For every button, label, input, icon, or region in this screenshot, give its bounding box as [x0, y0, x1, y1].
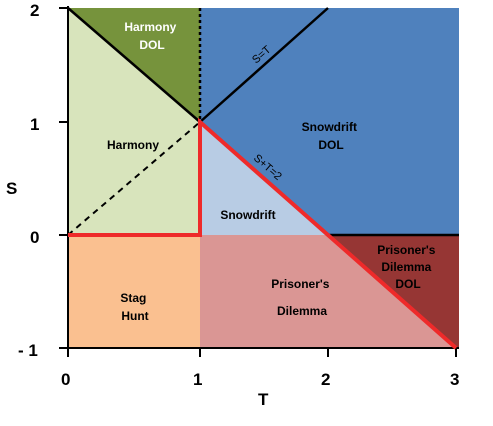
label-prisoners-dilemma-dol-line2: Dilemma — [381, 260, 431, 274]
label-snowdrift-line1: Snowdrift — [220, 208, 275, 222]
label-prisoners-dilemma-dol-line3: DOL — [395, 277, 420, 291]
region-prisoners-dilemma — [200, 235, 456, 348]
label-stag-hunt-line1: Stag — [120, 291, 146, 305]
red-boundary-path — [68, 117, 458, 350]
y-tick-label-0: 0 — [30, 228, 39, 247]
y-tick-label-minus-1: - 1 — [18, 341, 38, 360]
x-axis-title: T — [258, 390, 269, 409]
y-tick-label-2: 2 — [30, 1, 39, 20]
x-tick-label-2: 2 — [321, 370, 330, 389]
x-tick-label-0: 0 — [61, 370, 70, 389]
label-prisoners-dilemma-dol-line1: Prisoner's — [377, 243, 436, 257]
label-harmony-dol-line1: Harmony — [124, 20, 176, 34]
label-prisoners-dilemma-dol: Prisoner's Dilemma DOL — [377, 243, 439, 291]
label-prisoners-dilemma-line2: Dilemma — [277, 304, 327, 318]
y-axis-title: S — [6, 179, 17, 198]
label-harmony: Harmony — [107, 138, 159, 152]
y-tick-label-1: 1 — [30, 115, 39, 134]
label-prisoners-dilemma: Prisoner's Dilemma — [271, 277, 333, 318]
label-snowdrift-dol-line1: Snowdrift — [302, 120, 357, 134]
label-harmony-dol-line2: DOL — [139, 38, 164, 52]
label-harmony-line1: Harmony — [107, 138, 159, 152]
label-stag-hunt-line2: Hunt — [121, 309, 148, 323]
region-harmony — [68, 8, 200, 235]
label-prisoners-dilemma-line1: Prisoner's — [271, 277, 330, 291]
x-tick-label-3: 3 — [450, 370, 459, 389]
region-stag-hunt — [68, 235, 200, 348]
label-harmony-dol: Harmony DOL — [124, 20, 179, 52]
label-stag-hunt: Stag Hunt — [120, 291, 149, 323]
label-snowdrift-dol: Snowdrift DOL — [302, 120, 361, 152]
s-equals-t-line — [199, 7, 329, 123]
harmony-dol-boundary-line — [67, 7, 201, 123]
s-equals-t-dashed-line — [67, 121, 201, 236]
label-snowdrift: Snowdrift — [220, 208, 275, 222]
label-snowdrift-dol-line2: DOL — [318, 138, 343, 152]
x-tick-label-1: 1 — [193, 370, 202, 389]
